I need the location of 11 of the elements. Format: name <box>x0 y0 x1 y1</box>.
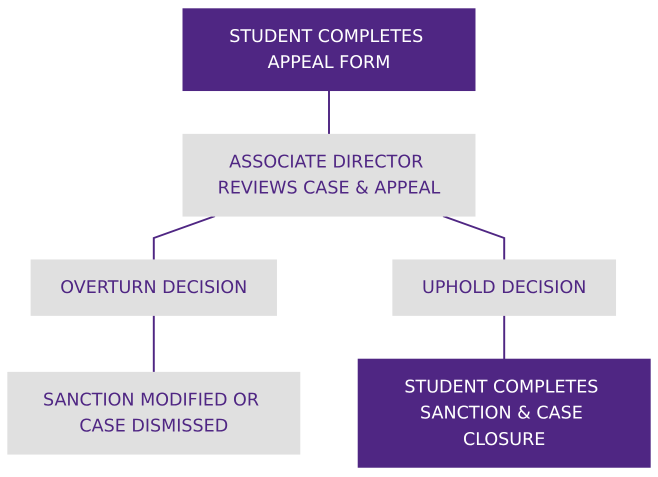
connector <box>152 216 216 260</box>
connector <box>328 91 330 135</box>
node-box: SANCTION MODIFIED OR CASE DISMISSED <box>7 372 300 456</box>
node-box: STUDENT COMPLETES APPEAL FORM <box>182 8 476 92</box>
connector <box>152 316 155 373</box>
connector <box>442 216 506 260</box>
node-box: ASSOCIATE DIRECTOR REVIEWS CASE & APPEAL <box>182 134 476 218</box>
connector <box>503 316 506 360</box>
node-box: UPHOLD DECISION <box>392 260 616 316</box>
node-box: OVERTURN DECISION <box>30 260 277 316</box>
node-box: STUDENT COMPLETES SANCTION & CASE CLOSURE <box>358 359 651 468</box>
